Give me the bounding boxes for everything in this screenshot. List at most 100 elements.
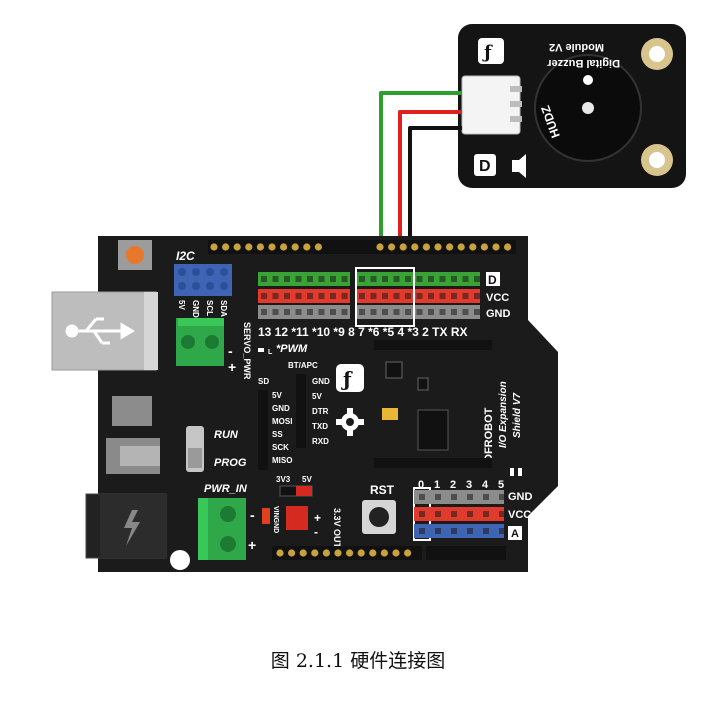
i2c-label: I2C — [176, 249, 195, 263]
digital-signal-pin — [261, 276, 267, 282]
digital-signal-pin — [272, 276, 279, 282]
digital-vcc-pin — [307, 293, 313, 299]
jumper-3v3-label: 3V3 — [276, 475, 291, 484]
svg-text:ƒ: ƒ — [341, 367, 353, 391]
digital-vcc-pin — [272, 293, 279, 299]
digital-signal-pin — [284, 276, 290, 282]
header-pin — [369, 549, 377, 557]
i2c-pin-label: 5V — [177, 300, 186, 310]
header-pin — [334, 549, 342, 557]
bt-pin-label: GND — [312, 377, 330, 386]
digital-signal-pin — [370, 276, 377, 282]
header-pin — [411, 243, 419, 251]
svg-text:+: + — [314, 511, 321, 525]
servo-pwr-label: SERVO_PWR — [242, 322, 252, 380]
digital-vcc-pin — [462, 293, 469, 299]
digital-pin-numbers: 13 12 *11 *10 *9 8 7 *6 *5 4 *3 2 TX RX — [258, 325, 467, 339]
analog-pin-number: 2 — [450, 479, 456, 491]
digital-signal-pin — [439, 276, 446, 282]
svg-text:+: + — [228, 359, 236, 375]
analog-signal-pin — [499, 528, 505, 534]
digital-gnd-pin — [318, 309, 325, 315]
digital-gnd-pin — [393, 309, 400, 315]
header-pin — [457, 243, 465, 251]
digital-gnd-pin — [382, 309, 388, 315]
digital-signal-pin — [330, 276, 336, 282]
analog-gnd-pin — [499, 494, 505, 500]
analog-row-a: A — [511, 528, 519, 540]
digital-vcc-pin — [416, 293, 423, 299]
prog-label: PROG — [214, 457, 247, 469]
header-pin — [504, 243, 512, 251]
digital-vcc-pin — [474, 293, 480, 299]
analog-vcc-pin — [435, 511, 441, 517]
digital-vcc-pin — [428, 293, 434, 299]
digital-gnd-pin — [330, 309, 336, 315]
i2c-pin — [206, 268, 214, 276]
analog-gnd-pin — [483, 494, 489, 500]
module-name-line1: Digital Buzzer — [547, 57, 620, 69]
digital-signal-pin — [416, 276, 423, 282]
digital-vcc-pin — [405, 293, 411, 299]
digital-vcc-pin — [261, 293, 267, 299]
digital-signal-pin — [359, 276, 365, 282]
digital-signal-pin — [307, 276, 313, 282]
digital-gnd-pin — [370, 309, 377, 315]
svg-text:-: - — [250, 507, 255, 523]
digital-signal-pin — [318, 276, 325, 282]
product-line1: I/O Expansion — [498, 381, 509, 448]
bt-pin-label: RXD — [312, 437, 329, 446]
header-pin — [256, 243, 264, 251]
row-label-gnd: GND — [486, 308, 511, 320]
i2c-pin — [220, 282, 228, 290]
analog-vcc-pin — [467, 511, 473, 517]
analog-vcc-pin — [451, 511, 457, 517]
header-pin — [222, 243, 230, 251]
header-pin — [469, 243, 477, 251]
pin-highlight-box — [355, 267, 415, 327]
run-label: RUN — [214, 429, 239, 441]
analog-vcc-pin — [419, 511, 425, 517]
vcc-wire-red — [398, 110, 462, 297]
header-pin — [276, 549, 284, 557]
usb-icon — [65, 317, 135, 345]
digital-signal-pin — [405, 276, 411, 282]
sd-pin-label: MISO — [272, 456, 292, 465]
top-header-gold — [208, 240, 516, 254]
digital-vcc-pin — [359, 293, 365, 299]
analog-vcc-pin — [483, 511, 489, 517]
shield-dfrobot-logo-icon — [336, 364, 364, 392]
analog-signal-pin — [451, 528, 457, 534]
row-label-vcc: VCC — [486, 292, 509, 304]
i2c-pin — [220, 268, 228, 276]
header-pin — [303, 243, 311, 251]
bt-pin-label: DTR — [312, 407, 329, 416]
analog-signal-pin — [483, 528, 489, 534]
mount-hole-left — [170, 550, 190, 570]
svg-text:+: + — [248, 537, 256, 553]
power-bolt-icon — [124, 510, 140, 546]
digital-gnd-pin — [439, 309, 446, 315]
figure-caption: 图 2.1.1 硬件连接图 — [270, 650, 446, 672]
digital-gnd-pin — [341, 309, 348, 315]
header-pin — [245, 243, 253, 251]
header-pin — [492, 243, 500, 251]
digital-vcc-pin — [330, 293, 336, 299]
bt-pin-label: TXD — [312, 422, 328, 431]
analog-signal-pin — [419, 528, 425, 534]
header-pin — [311, 549, 319, 557]
gear-icon — [336, 408, 364, 436]
header-pin — [404, 549, 412, 557]
sd-label: SD — [258, 377, 269, 386]
sd-pin-label: SS — [272, 430, 283, 439]
analog-pin-number: 4 — [482, 479, 489, 491]
bt-pin-label: 5V — [312, 392, 322, 401]
i2c-pin — [192, 282, 200, 290]
digital-vcc-pin — [370, 293, 377, 299]
header-pin — [446, 243, 454, 251]
svg-text:-: - — [228, 343, 233, 359]
digital-vcc-pin — [341, 293, 348, 299]
digital-vcc-pin — [451, 293, 457, 299]
header-pin — [480, 243, 488, 251]
